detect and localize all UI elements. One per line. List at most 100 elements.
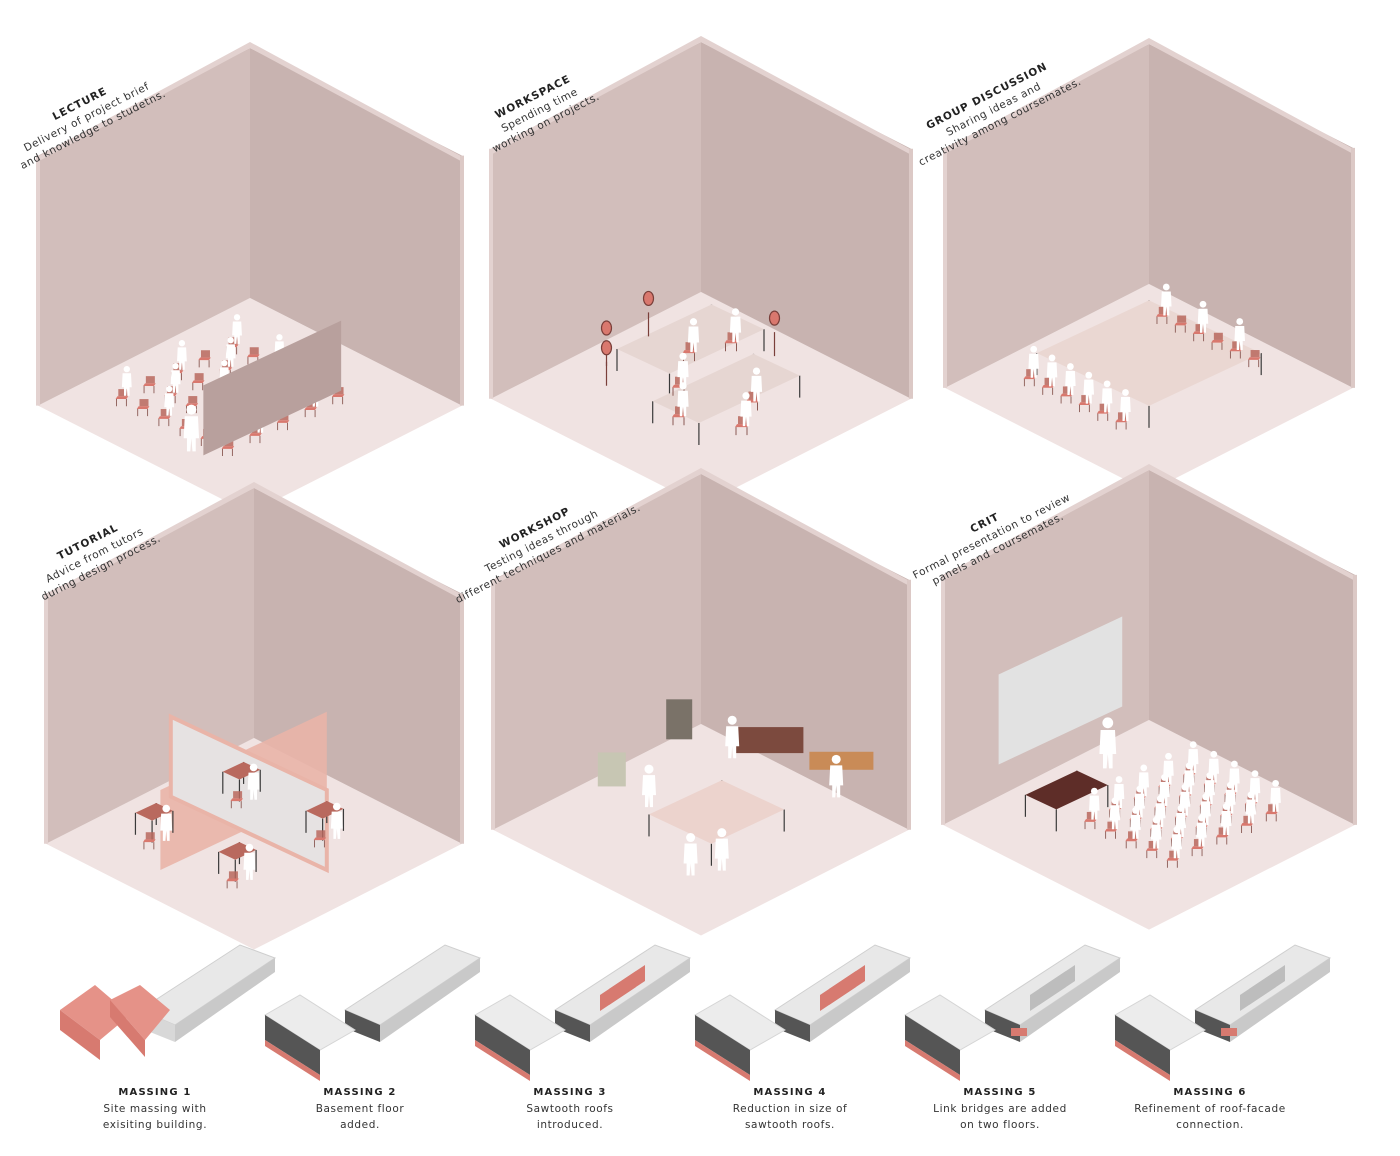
massing-link-bridge (1011, 1028, 1027, 1036)
chair-legs (1079, 404, 1090, 413)
chair-legs (1084, 821, 1096, 830)
person-body (677, 361, 689, 387)
person-figure (225, 337, 236, 367)
chair-seat (230, 798, 243, 802)
chair-legs (725, 343, 737, 352)
massing-existing-side (590, 958, 690, 1042)
massing-title: MASSING 3 (533, 1087, 606, 1098)
room-wall-edge (1149, 464, 1357, 581)
table-top (1025, 770, 1108, 810)
room-wall-edge (943, 38, 1149, 154)
person-figure (247, 763, 260, 800)
dress-form (768, 310, 781, 357)
massing-description-line: exisiting building. (103, 1119, 207, 1131)
chair-back (1250, 350, 1260, 358)
person-head (1030, 345, 1038, 353)
person-head (1206, 772, 1214, 779)
person-body (1109, 805, 1121, 830)
chair-legs (672, 417, 685, 426)
massing-existing-side (1230, 958, 1330, 1042)
person-body (683, 843, 698, 876)
massing-sawtooth (1267, 965, 1285, 993)
room-wall-edge (44, 482, 254, 600)
massing-block-side (265, 1015, 320, 1075)
chair-seat (1247, 357, 1261, 360)
person-figure (642, 764, 656, 808)
room-wall-edge (489, 36, 701, 155)
chair (198, 350, 211, 368)
person-head (166, 385, 173, 393)
chair (226, 871, 239, 889)
chair-seat (1229, 348, 1243, 352)
person-body (642, 775, 656, 808)
chair-seat (1191, 846, 1204, 849)
partition-panel (168, 713, 329, 874)
chair-legs (1156, 316, 1168, 324)
chair-seat (1156, 314, 1169, 317)
chair-legs (1023, 379, 1035, 387)
person-head (1272, 779, 1279, 787)
person-body (1161, 291, 1172, 316)
chair-legs (158, 418, 170, 427)
room-wall-edge (250, 42, 464, 162)
person-head (178, 340, 186, 347)
chair (230, 791, 243, 809)
person-body (1245, 799, 1257, 824)
chair-seat (185, 403, 199, 406)
person-head (1156, 795, 1164, 803)
massing-basement (695, 1040, 750, 1081)
massing-description-line: on two floors. (960, 1119, 1040, 1131)
chair (185, 396, 199, 414)
massing-description-line: Link bridges are added (933, 1103, 1067, 1115)
person-figure (714, 828, 729, 871)
person-head (162, 804, 171, 813)
person-figure (677, 352, 689, 387)
chair-legs (1229, 351, 1241, 359)
chair-seat (735, 424, 749, 428)
chair-seat (221, 446, 235, 449)
room-furniture (1023, 283, 1262, 430)
chair-seat (136, 406, 150, 409)
massing-description-line: connection. (1176, 1119, 1244, 1131)
chair-legs (137, 408, 149, 417)
massing-description-line: Refinement of roof-facade (1134, 1103, 1286, 1115)
workbench (809, 751, 874, 770)
chair-seat (1166, 857, 1180, 861)
person-head (1048, 354, 1056, 362)
person-figure (1099, 717, 1117, 769)
person-head (1085, 371, 1093, 379)
person-body (121, 373, 132, 396)
chair-seat (158, 416, 171, 419)
person-figure (1065, 363, 1076, 396)
chair-seat (1060, 393, 1073, 397)
chair-seat (1096, 410, 1110, 414)
chair-back (1213, 332, 1223, 340)
chair (1247, 350, 1261, 368)
chair-legs (1248, 359, 1260, 368)
person-figure (160, 804, 173, 841)
person-head (727, 715, 737, 725)
room-wall-right (250, 48, 462, 406)
chair-seat (304, 407, 317, 410)
person-figure (1220, 803, 1232, 836)
chair-seat (115, 396, 129, 399)
chair-legs (277, 422, 288, 431)
chair-seat (1215, 834, 1229, 838)
person-body (183, 416, 200, 452)
chair-legs (314, 840, 325, 848)
person-figure (1171, 826, 1182, 859)
person-body (1150, 824, 1162, 849)
person-head (1185, 762, 1193, 770)
massing-block-side (110, 1000, 145, 1057)
chair-legs (1042, 387, 1054, 395)
massing-description-line: Site massing with (103, 1103, 206, 1115)
dress-form (600, 340, 613, 386)
person-figure (829, 754, 844, 798)
massing-title: MASSING 4 (753, 1087, 826, 1098)
